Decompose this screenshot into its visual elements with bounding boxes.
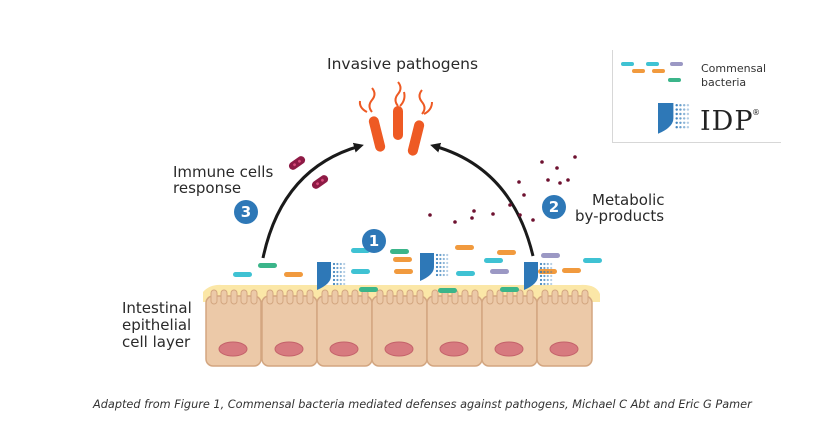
- by-product-dot: [573, 155, 577, 159]
- shield-icon: [658, 103, 690, 134]
- label-layer-line2: epithelial: [122, 316, 192, 334]
- legend: [612, 50, 781, 143]
- by-product-dot: [491, 212, 495, 216]
- legend-commensal-line1: Commensal: [701, 62, 767, 75]
- by-product-dot: [558, 181, 562, 185]
- by-product-dot: [540, 160, 544, 164]
- by-product-dot: [428, 213, 432, 217]
- legend-bacterium: [652, 69, 665, 73]
- commensal-bacteria: [233, 245, 602, 293]
- epithelial-cell: [205, 289, 262, 367]
- epithelial-cell: [316, 289, 373, 367]
- legend-bacterium: [668, 78, 681, 82]
- by-product-dot: [531, 218, 535, 222]
- epithelial-cell-layer: [205, 289, 593, 367]
- shield-icon: [524, 262, 553, 290]
- epithelial-cell: [371, 289, 428, 367]
- commensal-bacterium: [438, 288, 457, 293]
- commensal-bacterium: [359, 287, 378, 292]
- commensal-bacterium: [541, 253, 560, 258]
- epithelial-cell: [536, 289, 593, 367]
- shield-icon: [317, 262, 346, 290]
- commensal-bacterium: [233, 272, 252, 277]
- commensal-bacterium: [390, 249, 409, 254]
- nucleus: [494, 341, 524, 357]
- by-product-dot: [522, 193, 526, 197]
- commensal-bacterium: [490, 269, 509, 274]
- immune-cells: [288, 156, 329, 189]
- legend-bacterium: [670, 62, 683, 66]
- by-product-dot: [518, 213, 522, 217]
- by-product-dot: [508, 203, 512, 207]
- pathogen-icon: [407, 89, 433, 156]
- label-metabolic-line2: by-products: [575, 207, 665, 225]
- by-product-dot: [517, 180, 521, 184]
- by-product-dot: [566, 178, 570, 182]
- step-badge-3: 3: [234, 200, 258, 224]
- by-product-dot: [453, 220, 457, 224]
- commensal-bacterium: [284, 272, 303, 277]
- pathogen-icon: [358, 87, 386, 152]
- label-metabolic-line1: Metabolic: [592, 191, 665, 209]
- nucleus: [384, 341, 414, 357]
- legend-artwork: [621, 62, 690, 134]
- legend-commensal-line2: bacteria: [701, 76, 747, 89]
- legend-registered-mark: ®: [752, 108, 760, 117]
- legend-bacterium: [621, 62, 634, 66]
- nucleus: [274, 341, 304, 357]
- arc-arrow-left: [261, 142, 364, 259]
- legend-brand-name: IDP: [700, 106, 754, 137]
- label-immune-cells-line2: response: [173, 179, 242, 197]
- commensal-bacterium: [393, 257, 412, 262]
- commensal-bacterium: [484, 258, 503, 263]
- commensal-bacterium: [500, 287, 519, 292]
- nucleus: [218, 341, 248, 357]
- by-product-dot: [472, 209, 476, 213]
- commensal-bacterium: [394, 269, 413, 274]
- step-badge-2: 2: [542, 195, 566, 219]
- nucleus: [549, 341, 579, 357]
- label-layer-line3: cell layer: [122, 333, 191, 351]
- shield-icon: [420, 253, 449, 281]
- commensal-bacterium: [497, 250, 516, 255]
- caption: Adapted from Figure 1, Commensal bacteri…: [93, 398, 752, 411]
- commensal-bacterium: [351, 269, 370, 274]
- by-product-dot: [470, 216, 474, 220]
- label-layer-line1: Intestinal: [122, 299, 192, 317]
- immune-cell: [288, 156, 306, 170]
- commensal-bacterium: [583, 258, 602, 263]
- metabolic-by-product-dots: [428, 155, 577, 224]
- epithelial-cell: [481, 289, 538, 367]
- legend-bacterium: [646, 62, 659, 66]
- pathogen-icon: [393, 81, 406, 140]
- epithelial-cell: [426, 289, 483, 367]
- by-product-dot: [546, 178, 550, 182]
- epithelial-cell: [261, 289, 318, 367]
- legend-bacterium: [632, 69, 645, 73]
- commensal-bacterium: [455, 245, 474, 250]
- by-product-dot: [555, 166, 559, 170]
- nucleus: [329, 341, 359, 357]
- nucleus: [439, 341, 469, 357]
- commensal-bacterium: [562, 268, 581, 273]
- arc-arrow-right: [430, 142, 535, 257]
- idp-shields: [317, 253, 553, 290]
- commensal-bacterium: [456, 271, 475, 276]
- step-badge-1: 1: [362, 229, 386, 253]
- immune-cell: [311, 175, 329, 189]
- commensal-bacterium: [258, 263, 277, 268]
- label-immune-cells-line1: Immune cells: [173, 163, 274, 181]
- title-invasive-pathogens: Invasive pathogens: [327, 55, 479, 73]
